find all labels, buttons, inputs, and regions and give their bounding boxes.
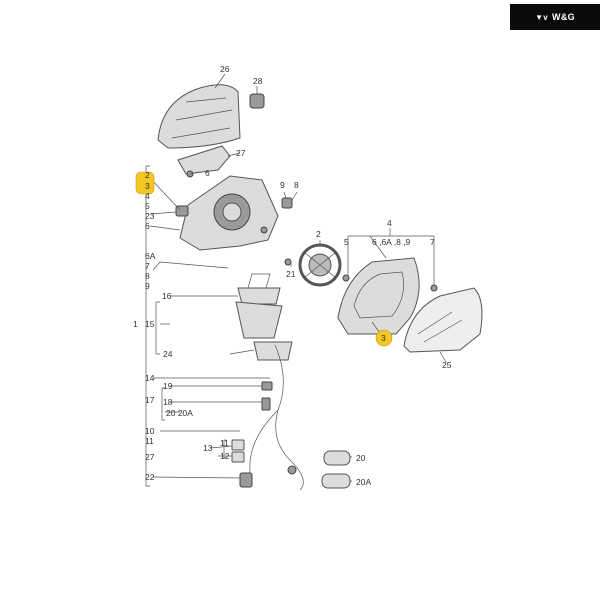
callout-11-mid: 11 <box>220 438 229 448</box>
cover-cap-part <box>249 93 265 109</box>
callout-20A: 20A <box>356 477 371 487</box>
callout-20-20A-left: 20 20A <box>166 408 193 418</box>
callout-7-right: 7 <box>430 237 435 247</box>
callout-highlight-right <box>375 329 393 347</box>
callout-27: 27 <box>236 148 246 158</box>
callout-2-left: 2 <box>145 170 150 180</box>
callout-12: 12 <box>220 451 230 461</box>
grommet-20-part <box>323 450 351 466</box>
callout-9-left: 9 <box>145 281 150 291</box>
callout-17: 17 <box>145 395 155 405</box>
callout-22: 22 <box>145 472 155 482</box>
callout-3-right: 3 <box>381 333 386 343</box>
connector-12-part <box>231 451 245 463</box>
callout-28: 28 <box>253 76 263 86</box>
callout-25: 25 <box>442 360 452 370</box>
lower-housing-part <box>235 301 283 339</box>
connector-11-part <box>231 439 245 451</box>
callout-16: 16 <box>162 291 172 301</box>
connector-19-part <box>261 381 273 391</box>
callout-20: 20 <box>356 453 366 463</box>
bracket-part <box>177 145 231 175</box>
vw-mark-icon: ▼v <box>535 12 549 22</box>
grommet-20A-part <box>321 473 351 489</box>
callout-8: 8 <box>294 180 299 190</box>
seal-part <box>253 341 293 361</box>
brand-logo: ▼v W&G <box>510 4 600 30</box>
callout-9: 9 <box>280 180 285 190</box>
callout-10: 10 <box>145 426 155 436</box>
callout-23-left: 23 <box>145 211 155 221</box>
callout-8-left: 8 <box>145 271 150 281</box>
brand-logo-text: W&G <box>552 12 575 22</box>
callout-14: 14 <box>145 373 155 383</box>
callout-6-left: 6 <box>145 221 150 231</box>
mirror-cover-part <box>157 84 241 149</box>
callout-15: 15 <box>145 319 155 329</box>
bolt-part <box>281 197 293 209</box>
callout-7-left: 7 <box>145 261 150 271</box>
callout-26: 26 <box>220 64 230 74</box>
connector-22-part <box>239 472 253 488</box>
callout-4-top: 4 <box>387 218 392 228</box>
mirror-glass-carrier-part <box>337 257 420 335</box>
callout-1: 1 <box>133 319 138 329</box>
callout-6-top: 6 <box>205 168 210 178</box>
callout-3-left: 3 <box>145 181 150 191</box>
callout-6A-left: 6A <box>145 251 156 261</box>
connector-18-part <box>261 397 271 411</box>
callout-21: 21 <box>286 269 296 279</box>
callout-11-left: 11 <box>145 436 154 446</box>
callout-19: 19 <box>163 381 173 391</box>
callout-4-left: 4 <box>145 191 150 201</box>
callout-2-mid: 2 <box>316 229 321 239</box>
callout-6-6A-8-9: 6 ,6A ,8 ,9 <box>372 237 411 247</box>
mirror-glass-part <box>403 287 483 353</box>
callout-5-left: 5 <box>145 201 150 211</box>
callout-27-left: 27 <box>145 452 155 462</box>
callout-13: 13 <box>203 443 213 453</box>
wiring-harness-part <box>247 344 304 491</box>
callout-18: 18 <box>163 397 173 407</box>
callout-highlight-left <box>135 171 155 195</box>
callout-5-right: 5 <box>344 237 349 247</box>
callout-24: 24 <box>163 349 173 359</box>
support-frame-part <box>237 287 281 305</box>
